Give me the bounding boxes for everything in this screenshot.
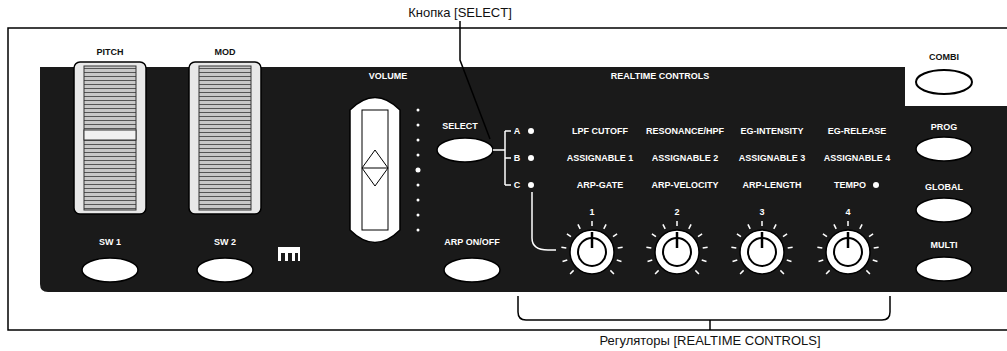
wheel-label: PITCH (97, 48, 124, 57)
button-label: SELECT (442, 122, 478, 131)
row-letter: C (514, 181, 521, 190)
control-label: ASSIGNABLE 4 (824, 154, 891, 163)
control-label: ARP-GATE (577, 181, 623, 190)
knob-number: 2 (674, 208, 679, 217)
control-label: ASSIGNABLE 1 (567, 154, 634, 163)
knob-number: 1 (589, 208, 594, 217)
callout-label: Кнопка [SELECT] (408, 6, 512, 19)
button-label: SW 1 (99, 238, 121, 247)
control-label: ARP-LENGTH (743, 181, 802, 190)
volume-dot (417, 109, 420, 112)
volume-dot (417, 154, 420, 157)
control-label: ARP-VELOCITY (651, 181, 718, 190)
section-label: REALTIME CONTROLS (611, 72, 709, 81)
volume-dot (417, 139, 420, 142)
volume-dot (417, 229, 420, 232)
control-label: TEMPO (834, 181, 866, 190)
button-label: MULTI (931, 241, 958, 250)
button-label: SW 2 (214, 238, 236, 247)
control-label: EG-INTENSITY (740, 127, 803, 136)
knob (646, 221, 707, 274)
button-label: ARP ON/OFF (444, 238, 499, 247)
control-label: EG-RELEASE (828, 127, 887, 136)
volume-dot (417, 124, 420, 127)
volume-dot (417, 214, 420, 217)
wheel-label: MOD (215, 48, 236, 57)
row-letter: B (514, 154, 521, 163)
knob-number: 4 (845, 208, 850, 217)
knob (817, 221, 878, 274)
knob-number: 3 (759, 208, 764, 217)
volume-dot (417, 184, 420, 187)
volume-dot (416, 168, 421, 173)
callout-label: Регуляторы [REALTIME CONTROLS] (599, 334, 820, 347)
volume-dot (417, 199, 420, 202)
control-label: ASSIGNABLE 2 (652, 154, 719, 163)
button-label: COMBI (929, 53, 959, 62)
knob (731, 221, 792, 274)
slider-label: VOLUME (369, 72, 408, 81)
button-label: PROG (931, 123, 958, 132)
knob (561, 221, 622, 274)
control-label: LPF CUTOFF (572, 127, 628, 136)
control-label: RESONANCE/HPF (646, 127, 724, 136)
control-label: ASSIGNABLE 3 (739, 154, 806, 163)
row-letter: A (514, 127, 521, 136)
button-label: GLOBAL (925, 183, 963, 192)
